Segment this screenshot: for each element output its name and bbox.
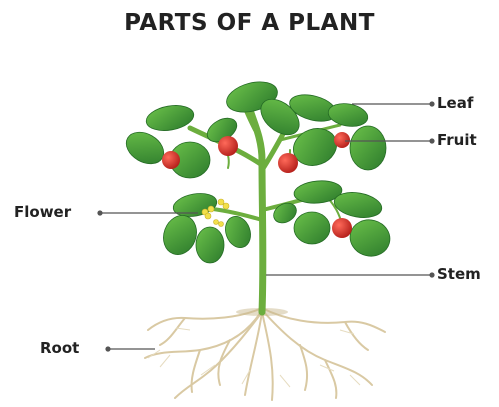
roots [145, 308, 385, 400]
label-flower: Flower [14, 203, 71, 221]
root-hairs [148, 328, 360, 387]
fruit-5 [332, 218, 352, 238]
label-leaf: Leaf [437, 94, 473, 112]
label-fruit: Fruit [437, 131, 477, 149]
leaves [121, 77, 394, 263]
label-stem: Stem [437, 265, 481, 283]
fruit-2 [218, 136, 238, 156]
fruit-4 [334, 132, 350, 148]
fruit-3 [278, 153, 298, 173]
fruit-1 [162, 151, 180, 169]
label-root: Root [40, 339, 79, 357]
